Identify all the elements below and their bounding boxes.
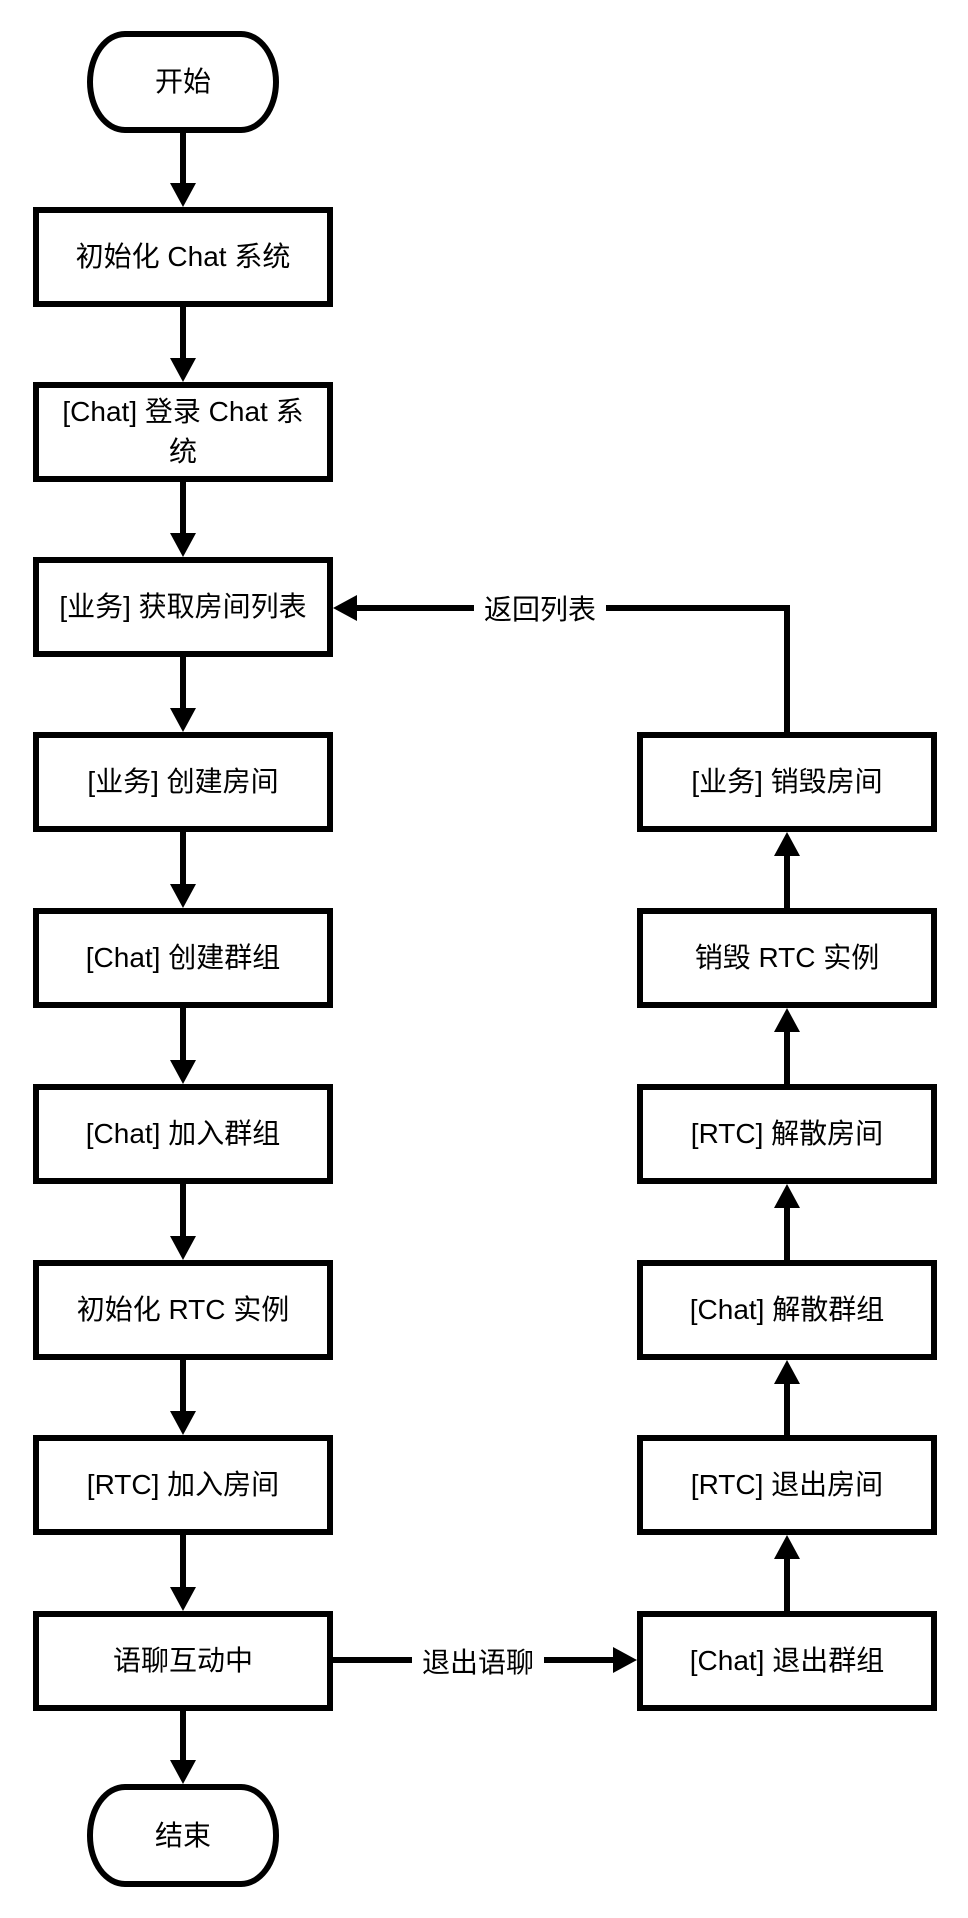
node-create-group: [Chat] 创建群组 [33, 908, 333, 1008]
arrowhead-right-icon [613, 1647, 637, 1673]
arrowhead-up-icon [774, 832, 800, 856]
arrowhead-up-icon [774, 1184, 800, 1208]
node-init-chat-system: 初始化 Chat 系统 [33, 207, 333, 307]
arrowhead-down-icon [170, 884, 196, 908]
arrowhead-down-icon [170, 1760, 196, 1784]
node-chat-disband-group: [Chat] 解散群组 [637, 1260, 937, 1360]
arrow-login-to-room-list-shaft [180, 480, 186, 535]
node-init-rtc-instance: 初始化 RTC 实例 [33, 1260, 333, 1360]
node-destroy-rtc-instance: 销毁 RTC 实例 [637, 908, 937, 1008]
arrow-start-to-init-chat-shaft [180, 131, 186, 185]
arrowhead-down-icon [170, 1587, 196, 1611]
arrow-chat-exit-to-rtc-exit-shaft [784, 1557, 790, 1613]
arrowhead-up-icon [774, 1535, 800, 1559]
arrowhead-up-icon [774, 1008, 800, 1032]
node-join-group: [Chat] 加入群组 [33, 1084, 333, 1184]
node-rtc-exit-room: [RTC] 退出房间 [637, 1435, 937, 1535]
node-voice-chatting: 语聊互动中 [33, 1611, 333, 1711]
node-end: 结束 [87, 1784, 279, 1887]
arrow-destroy-rtc-to-destroy-room-shaft [784, 854, 790, 910]
arrowhead-down-icon [170, 1411, 196, 1435]
arrowhead-down-icon [170, 358, 196, 382]
arrow-rtc-exit-to-chat-disband-shaft [784, 1382, 790, 1437]
arrow-create-room-to-create-group-shaft [180, 830, 186, 886]
arrow-init-chat-to-login-shaft [180, 305, 186, 360]
arrow-join-group-to-init-rtc-shaft [180, 1182, 186, 1238]
edge-label-return-list: 返回列表 [473, 586, 607, 630]
arrow-voice-chat-to-end-shaft [180, 1709, 186, 1762]
node-rtc-disband-room: [RTC] 解散房间 [637, 1084, 937, 1184]
arrowhead-up-icon [774, 1360, 800, 1384]
arrow-join-room-to-voice-chat-shaft [180, 1533, 186, 1589]
node-get-room-list: [业务] 获取房间列表 [33, 557, 333, 657]
arrow-init-rtc-to-join-room-shaft [180, 1358, 186, 1413]
arrow-create-group-to-join-group-shaft [180, 1006, 186, 1062]
arrowhead-down-icon [170, 183, 196, 207]
arrow-room-list-to-create-room-shaft [180, 655, 186, 710]
arrowhead-down-icon [170, 708, 196, 732]
node-chat-exit-group: [Chat] 退出群组 [637, 1611, 937, 1711]
node-chat-login: [Chat] 登录 Chat 系 统 [33, 382, 333, 482]
arrowhead-down-icon [170, 1236, 196, 1260]
node-rtc-join-room: [RTC] 加入房间 [33, 1435, 333, 1535]
edge-label-exit-voice: 退出语聊 [411, 1639, 545, 1683]
arrow-chat-disband-to-rtc-disband-shaft [784, 1206, 790, 1262]
arrowhead-down-icon [170, 1060, 196, 1084]
node-destroy-room: [业务] 销毁房间 [637, 732, 937, 832]
arrowhead-down-icon [170, 533, 196, 557]
node-create-room: [业务] 创建房间 [33, 732, 333, 832]
arrow-return-list-vertical-shaft [784, 605, 790, 732]
arrowhead-left-icon [333, 595, 357, 621]
node-start: 开始 [87, 31, 279, 133]
arrow-rtc-disband-to-destroy-rtc-shaft [784, 1030, 790, 1086]
